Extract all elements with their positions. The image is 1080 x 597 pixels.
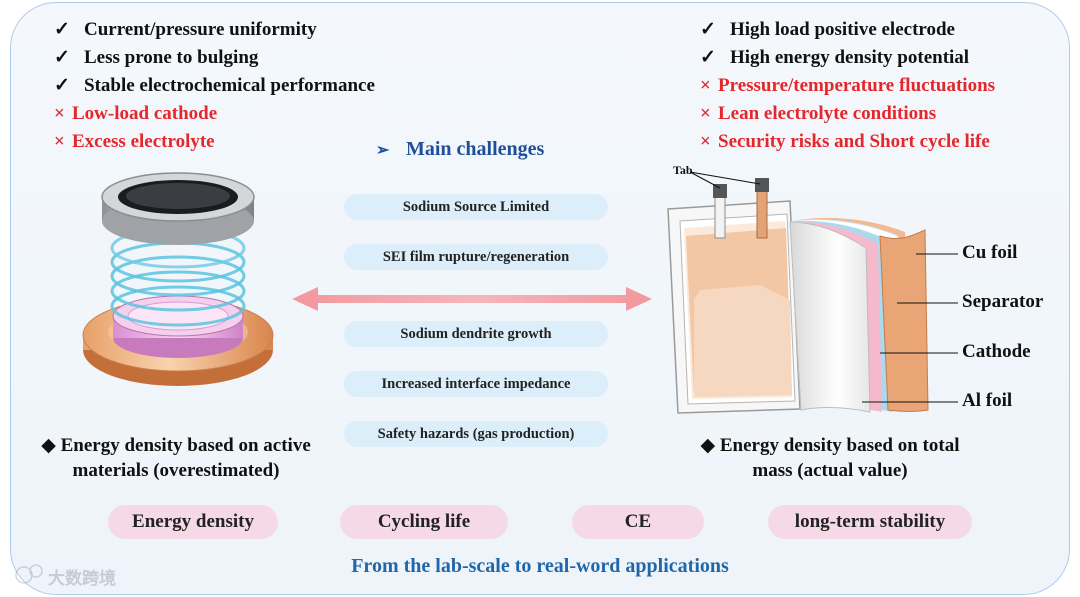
list-item: ✓High energy density potential (700, 47, 970, 68)
metric-pill: long-term stability (768, 505, 972, 539)
watermark-text: 大数跨境 (48, 569, 116, 589)
footer-text: From the lab-scale to real-word applicat… (351, 555, 729, 577)
challenge-pill: Sodium Source Limited (344, 194, 608, 220)
coin-cell-caption: ◆ Energy density based on active materia… (41, 435, 311, 481)
list-item: ✓High load positive electrode (700, 19, 955, 40)
left-benefit-list: ✓Current/pressure uniformity ✓Less prone… (54, 16, 375, 156)
diamond-bullet-icon: ◆ (700, 435, 716, 456)
separator-label: Separator (962, 291, 1044, 312)
list-item: ×Excess electrolyte (54, 131, 215, 152)
challenge-pill: SEI film rupture/regeneration (344, 244, 608, 270)
right-benefit-list: ✓High load positive electrode ✓High ener… (700, 16, 995, 156)
challenge-pill: Sodium dendrite growth (344, 321, 608, 347)
list-item: ✓Current/pressure uniformity (54, 19, 317, 40)
watermark-logo (15, 564, 43, 584)
list-item: ×Lean electrolyte conditions (700, 103, 937, 124)
list-item: ×Security risks and Short cycle life (700, 131, 990, 152)
pouch-cell-caption: ◆ Energy density based on total mass (ac… (700, 435, 960, 481)
challenges-title: ➢Main challenges (376, 138, 545, 160)
al-foil-label: Al foil (962, 390, 1013, 411)
tab-label: Tab (673, 163, 693, 177)
cathode-label: Cathode (962, 341, 1031, 362)
diamond-bullet-icon: ◆ (41, 435, 56, 456)
metric-pill: Cycling life (340, 505, 508, 539)
double-arrow (292, 287, 652, 311)
metric-pill: CE (572, 505, 704, 539)
challenge-pill: Safety hazards (gas production) (344, 421, 608, 447)
list-item: ×Pressure/temperature fluctuations (700, 75, 996, 96)
challenge-pill: Increased interface impedance (344, 371, 608, 397)
arrow-bullet-icon: ➢ (376, 142, 390, 159)
list-item: ✓Less prone to bulging (54, 47, 259, 68)
list-item: ×Low-load cathode (54, 103, 218, 124)
metric-pill: Energy density (108, 505, 278, 539)
list-item: ✓Stable electrochemical performance (54, 75, 375, 96)
pouch-cell-illustration (667, 171, 958, 414)
cu-foil-label: Cu foil (962, 242, 1018, 263)
coin-cell-illustration (82, 172, 274, 386)
